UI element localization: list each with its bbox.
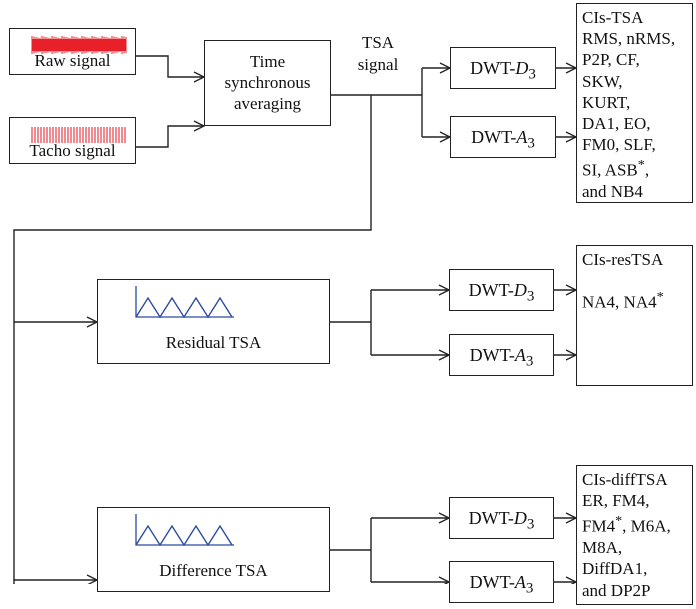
tacho-signal-waveform [31, 127, 126, 143]
residual-tsa-block: Residual TSA [97, 279, 330, 364]
dwt-a3-block-difference: DWT-A3 [449, 561, 554, 603]
time-synchronous-averaging-block: Time synchronous averaging [204, 40, 331, 126]
difference-triangle-wave [135, 514, 234, 547]
cis-tsa-line: CIs-TSA [582, 8, 644, 27]
cis-restsa-title: CIs-resTSA [582, 250, 664, 269]
tsa-block-line2: synchronous [224, 73, 311, 92]
cis-difftsa-box: CIs-diffTSA ER, FM4, FM4*, M6A, M8A, Dif… [576, 465, 693, 605]
cis-tsa-line: P2P, CF, [582, 50, 640, 70]
raw-signal-block: Raw signal [9, 28, 136, 75]
cis-restsa-body: NA4, NA4* [582, 289, 664, 312]
raw-signal-label: Raw signal [34, 51, 111, 70]
raw-signal-waveform [31, 36, 127, 54]
tsa-tap-connector [13, 95, 372, 580]
residual-triangle-wave [135, 286, 234, 319]
tacho-signal-block: Tacho signal [9, 117, 136, 164]
cis-tsa-line: DA1, EO, [582, 114, 651, 134]
tsa-signal-label-line2: signal [357, 55, 399, 74]
difference-tsa-label: Difference TSA [159, 561, 268, 580]
cis-tsa-line: RMS, nRMS, [582, 29, 676, 49]
cis-tsa-line: and NB4 [582, 182, 643, 202]
cis-difftsa-line2: FM4*, M6A, [582, 513, 671, 537]
cis-tsa-box: CIs-TSA RMS, nRMS, P2P, CF, SKW, KURT, D… [576, 3, 693, 203]
cis-difftsa-title: CIs-diffTSA [582, 470, 668, 489]
raw-to-tsa-connector [136, 55, 204, 77]
tsa-block-line1: Time [249, 52, 286, 71]
tsa-signal-label-line1: TSA [361, 33, 395, 52]
diagram-connectors [13, 55, 696, 584]
cis-tsa-line: KURT, [582, 92, 631, 112]
cis-tsa-line: SKW, [582, 71, 623, 91]
dwt-d3-block-difference: DWT-D3 [449, 497, 554, 539]
dwt-d3-block-residual: DWT-D3 [449, 269, 554, 311]
dwt-a3-block-residual: DWT-A3 [449, 334, 554, 376]
cis-difftsa-line4: DiffDA1, [582, 559, 648, 579]
tacho-to-tsa-connector [136, 126, 204, 148]
cis-tsa-line: FM0, SLF, [582, 135, 656, 155]
cis-difftsa-line1: ER, FM4, [582, 491, 650, 511]
cis-difftsa-line5: and DP2P [582, 580, 651, 600]
tacho-signal-label: Tacho signal [29, 141, 116, 160]
dwt-d3-block-tsa: DWT-D3 [450, 47, 556, 89]
tsa-block-line3: averaging [233, 94, 302, 113]
difference-tsa-block: Difference TSA [97, 507, 330, 592]
residual-tsa-label: Residual TSA [165, 333, 262, 352]
cis-restsa-box: CIs-resTSA NA4, NA4* [576, 245, 693, 386]
cis-difftsa-line3: M8A, [582, 538, 623, 558]
dwt-a3-block-tsa: DWT-A3 [450, 116, 556, 158]
cis-tsa-line-asb: SI, ASB*, [582, 157, 650, 181]
